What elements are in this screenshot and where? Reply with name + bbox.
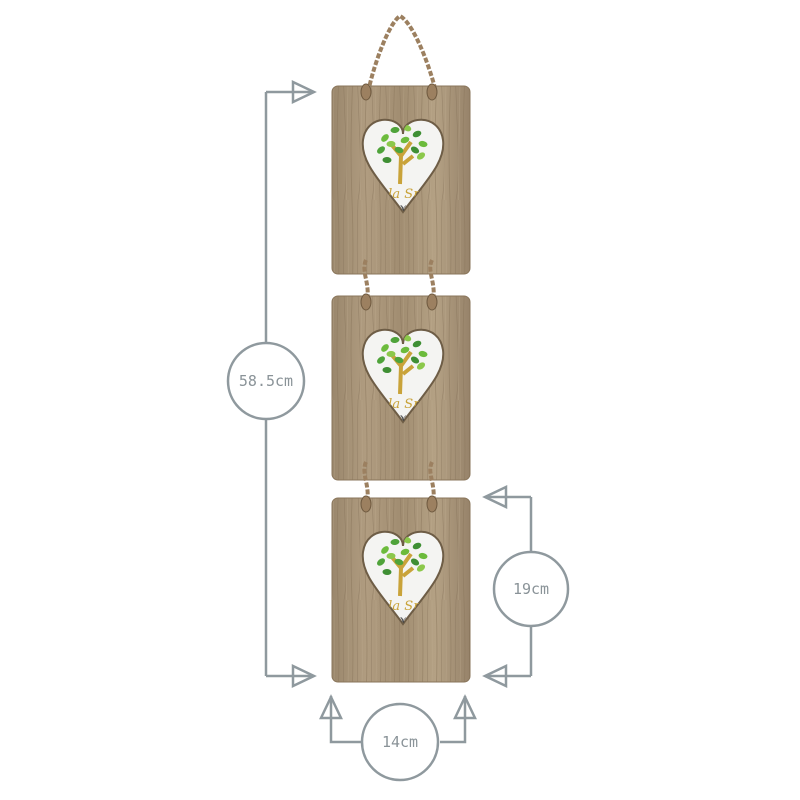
rope-knot xyxy=(426,83,438,101)
tree-icon xyxy=(389,350,415,395)
insert-size-text: 4" x 6" xyxy=(382,613,424,627)
connecting-rope xyxy=(428,461,436,509)
rope-knot xyxy=(360,495,372,513)
connecting-rope xyxy=(362,259,370,307)
connecting-rope xyxy=(428,259,436,307)
rope-knot xyxy=(360,293,372,311)
rope-knot xyxy=(360,83,372,101)
tree-icon xyxy=(389,140,415,185)
top-rope xyxy=(366,13,438,93)
total-height-dimension xyxy=(226,80,317,688)
frame-width-badge xyxy=(360,702,440,782)
frame-height-badge xyxy=(492,550,570,628)
total-height-label: 58.5cm xyxy=(239,372,293,390)
insert-size-text: 4" x 6" xyxy=(382,201,424,215)
frame-height-label: 19cm xyxy=(513,580,549,598)
connecting-rope xyxy=(362,461,370,509)
frame-height-dimension xyxy=(482,485,570,688)
total-height-badge xyxy=(226,341,306,421)
frame-width-label: 14cm xyxy=(382,733,418,751)
insert-size-text: 4" x 6" xyxy=(382,411,424,425)
rope-knot xyxy=(426,293,438,311)
rope-knot xyxy=(426,495,438,513)
frame-width-dimension xyxy=(319,694,477,782)
tree-icon xyxy=(389,552,415,597)
